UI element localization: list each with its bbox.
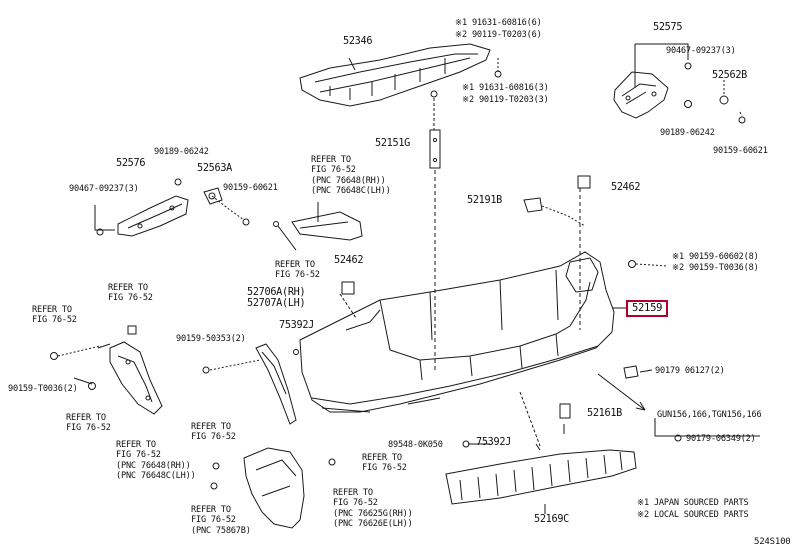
fastener-label[interactable]: 90159-T0036(2) xyxy=(8,384,78,394)
refer-line: FIG 76-52 xyxy=(362,463,407,474)
fastener-label[interactable]: 90467-09237(3) xyxy=(666,46,736,56)
part-52575[interactable]: 52575 xyxy=(653,22,683,33)
fastener-label[interactable]: 90159-60621 xyxy=(223,183,278,193)
refer-line: (PNC 76648C(LH)) xyxy=(311,186,391,197)
part-52707a[interactable]: 52707A(LH) xyxy=(247,298,306,309)
fastener-label: GUN156,166,TGN156,166 xyxy=(657,410,762,420)
refer-line: FIG 76-52 xyxy=(116,450,161,461)
fastener-label[interactable]: ※1 90159-60602(8) xyxy=(672,252,759,262)
refer-line: FIG 76-52 xyxy=(32,315,77,326)
refer-line: (PNC 76648(RH)) xyxy=(311,175,386,186)
refer-line: (PNC 76626E(LH)) xyxy=(333,519,413,530)
part-52346[interactable]: 52346 xyxy=(343,36,373,47)
refer-line: REFER TO xyxy=(116,440,156,450)
fastener-label[interactable]: 90467-09237(3) xyxy=(69,184,139,194)
refer-line: FIG 76-52 xyxy=(66,423,111,434)
fastener-label[interactable]: ※2 90119-T0203(3) xyxy=(462,95,549,105)
fastener-label[interactable]: 90189-06242 xyxy=(154,147,209,157)
part-52169c[interactable]: 52169C xyxy=(534,514,570,525)
fastener-label[interactable]: ※2 90119-T0203(6) xyxy=(455,30,542,40)
refer-line: REFER TO xyxy=(66,413,106,423)
fastener-label[interactable]: 90159-60621 xyxy=(713,146,768,156)
bracket-52576 xyxy=(117,195,189,237)
legend-japan: ※1 JAPAN SOURCED PARTS xyxy=(637,498,749,508)
figure-id: 524S100 xyxy=(754,537,791,547)
part-52462-right[interactable]: 52462 xyxy=(611,182,641,193)
part-52562b[interactable]: 52562B xyxy=(712,70,748,81)
fastener-label[interactable]: 90189-06242 xyxy=(660,128,715,138)
mudguard xyxy=(243,447,305,529)
refer-line: (PNC 76625G(RH)) xyxy=(333,508,413,519)
refer-line: REFER TO xyxy=(32,305,72,315)
part-52159-highlight[interactable]: 52159 xyxy=(626,300,669,317)
bracket-52151g xyxy=(429,129,441,169)
fastener-label[interactable]: ※1 91631-60816(3) xyxy=(462,83,549,93)
part-52462-left[interactable]: 52462 xyxy=(334,255,364,266)
refer-line: (PNC 76648(RH)) xyxy=(116,460,191,471)
refer-line: FIG 76-52 xyxy=(108,293,153,304)
fastener-label[interactable]: ※1 91631-60816(6) xyxy=(455,18,542,28)
part-75392j-upper[interactable]: 75392J xyxy=(279,320,315,331)
refer-line: FIG 76-52 xyxy=(311,165,356,176)
part-52576[interactable]: 52576 xyxy=(116,158,146,169)
fastener-label[interactable]: 89548-0K050 xyxy=(388,440,443,450)
seal-76648-upper xyxy=(291,211,363,241)
part-52191b[interactable]: 52191B xyxy=(467,195,503,206)
fastener-label[interactable]: ※2 90159-T0036(8) xyxy=(672,263,759,273)
part-52563a[interactable]: 52563A xyxy=(197,163,233,174)
fastener-label[interactable]: 90179 06127(2) xyxy=(655,366,725,376)
bumper-cover-52159 xyxy=(299,251,615,413)
upper-stay-52346 xyxy=(299,43,491,107)
fastener-label[interactable]: 90159-50353(2) xyxy=(176,334,246,344)
part-52706a[interactable]: 52706A(RH) xyxy=(247,287,306,298)
part-52161b[interactable]: 52161B xyxy=(587,408,623,419)
refer-line: REFER TO xyxy=(191,422,231,432)
refer-line: REFER TO xyxy=(108,283,148,293)
side-retainer-52706a xyxy=(255,343,297,425)
refer-line: REFER TO xyxy=(191,505,231,515)
refer-line: REFER TO xyxy=(275,260,315,270)
refer-line: FIG 76-52 xyxy=(333,498,378,509)
refer-line: (PNC 75867B) xyxy=(191,525,251,536)
part-52151g[interactable]: 52151G xyxy=(375,138,411,149)
bracket-52575 xyxy=(613,71,669,119)
part-75392j-lower[interactable]: 75392J xyxy=(476,437,512,448)
refer-line: REFER TO xyxy=(362,453,402,463)
lower-diffuser-52169c xyxy=(445,449,637,505)
refer-line: FIG 76-52 xyxy=(191,515,236,526)
refer-line: FIG 76-52 xyxy=(191,432,236,443)
refer-line: REFER TO xyxy=(311,155,351,165)
refer-line: REFER TO xyxy=(333,488,373,498)
legend-local: ※2 LOCAL SOURCED PARTS xyxy=(637,510,749,520)
refer-line: (PNC 76648C(LH)) xyxy=(116,471,196,482)
refer-line: FIG 76-52 xyxy=(275,270,320,281)
absorber-left xyxy=(109,341,163,415)
fastener-label[interactable]: 90179-06349(2) xyxy=(686,434,756,444)
